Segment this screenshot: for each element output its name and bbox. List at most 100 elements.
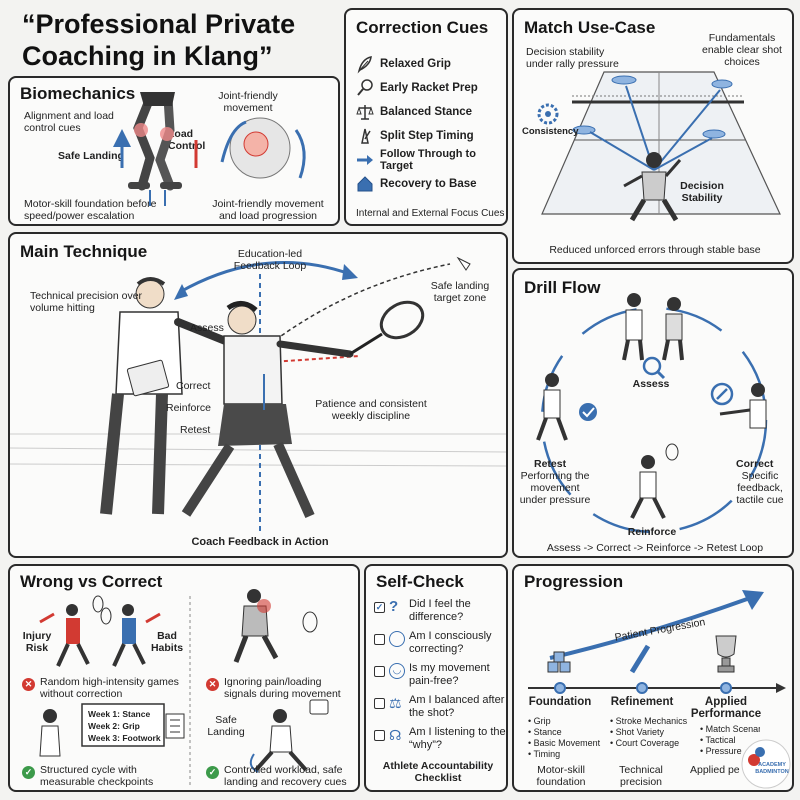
injury-risk-label: Injury Risk (22, 630, 52, 654)
stage-name: Applied Performance (690, 696, 762, 720)
cue-relaxed-grip: Relaxed Grip (356, 54, 451, 74)
wrong-random-games: Random high-intensity games without corr… (40, 676, 179, 700)
self-check-panel: Self-Check ✓ ? Did I feel the difference… (364, 564, 508, 792)
x-circle-icon: ✕ (22, 678, 35, 691)
wrong-ignoring-pain: Ignoring pain/loading signals during mov… (224, 676, 341, 700)
cue-label: Split Step Timing (380, 130, 474, 142)
arrow-right-icon (357, 155, 373, 165)
bullet: • Basic Movement (528, 738, 601, 748)
checkbox[interactable]: ✓ (374, 602, 385, 613)
bullet: • Timing (528, 749, 561, 759)
week3-label: Week 3: Footwork (88, 733, 161, 743)
self-check-label: Am I balanced after the shot? (409, 694, 505, 719)
stage-bullets: • Grip • Stance • Basic Movement • Timin… (528, 716, 618, 760)
wrong-vs-correct-illustration (39, 589, 329, 786)
retest-label: Retest (180, 424, 211, 436)
drill-retest-desc: Performing the movement under pressure (519, 470, 591, 506)
wrong-vs-correct-panel: Wrong vs Correct Injury Risk Bad Habits … (8, 564, 360, 792)
drill-retest-label: Retest (534, 458, 567, 470)
self-check-item[interactable]: ◡ Is my movement pain-free? (374, 662, 506, 687)
drill-flow-cycle (536, 293, 768, 534)
main-technique-title: Main Technique (20, 242, 148, 261)
brain-icon (389, 631, 405, 647)
patience-label: Patience and consistent weekly disciplin… (315, 398, 427, 422)
joint-friendly-label: Joint-friendly movement (218, 90, 278, 114)
ear-icon: ☊ (389, 727, 402, 743)
stage-footer: Technical precision (619, 764, 663, 788)
drill-assess-label: Assess (632, 378, 670, 390)
feather-icon (357, 56, 372, 74)
biomechanics-title: Biomechanics (20, 84, 136, 103)
correction-cues-footer: Internal and External Focus Cues (356, 208, 505, 219)
checkbox[interactable] (374, 730, 385, 741)
self-check-item[interactable]: ⚖ Am I balanced after the shot? (374, 694, 506, 719)
question-icon: ? (389, 598, 399, 615)
self-check-item[interactable]: ✓ ? Did I feel the difference? (374, 598, 506, 623)
main-technique-illustration (10, 256, 506, 534)
drill-loop-label: Assess -> Correct -> Reinforce -> Retest… (546, 542, 764, 554)
cue-balanced-stance: Balanced Stance (356, 102, 472, 122)
bullet: • Stroke Mechanics (610, 716, 688, 726)
match-use-case-panel: Match Use-Case Decision stability under … (512, 8, 794, 264)
checkbox[interactable] (374, 698, 385, 709)
correction-cues-title: Correction Cues (356, 18, 489, 37)
wrong-vs-correct-title: Wrong vs Correct (20, 572, 163, 591)
stage-footer: Applied performance (690, 764, 740, 776)
check-circle-icon: ✓ (22, 766, 35, 779)
cue-label: Relaxed Grip (380, 58, 451, 70)
bad-habits-label: Bad Habits (150, 630, 184, 654)
match-use-case-title: Match Use-Case (524, 18, 656, 37)
stage-name: Foundation (528, 696, 592, 708)
safe-landing-label-2: Safe Landing (207, 714, 245, 738)
stage-bullets: • Match Scenarios • Tactical • Pressure (700, 724, 760, 757)
fundamentals-note: Fundamentals enable clear shot choices (702, 32, 782, 68)
self-check-label: Is my movement pain-free? (409, 662, 490, 687)
cue-label: Recovery to Base (380, 178, 477, 190)
joint-progression-label: Joint-friendly movement and load progres… (212, 198, 324, 222)
match-use-case-footer: Reduced unforced errors through stable b… (549, 244, 761, 256)
progression-panel: Progression Patient Progression Foundati… (512, 564, 794, 792)
bullet: • Court Coverage (610, 738, 680, 748)
drill-flow-panel: Drill Flow Assess Correct Specific feedb… (512, 268, 794, 558)
bullet: • Stance (528, 727, 562, 737)
cue-recovery-to-base: Recovery to Base (356, 174, 477, 194)
cue-follow-through: Follow Through to Target (356, 148, 506, 172)
checkbox[interactable] (374, 634, 385, 645)
cue-label: Early Racket Prep (380, 82, 478, 94)
consistency-label: Consistency (522, 126, 579, 137)
self-check-item[interactable]: Am I consciously correcting? (374, 630, 506, 655)
self-check-label: Did I feel the difference? (409, 598, 471, 623)
cue-early-racket-prep: Early Racket Prep (356, 78, 478, 98)
check-circle-icon: ✓ (206, 766, 219, 779)
drill-reinforce-label: Reinforce (627, 526, 677, 538)
motor-skill-label: Motor-skill foundation before speed/powe… (24, 198, 157, 222)
decision-stability-note: Decision stability under rally pressure (526, 46, 619, 70)
balance-scale-icon: ⚖ (389, 695, 402, 711)
alignment-label: Alignment and load control cues (24, 110, 114, 134)
metronome-icon (361, 128, 371, 144)
self-check-title: Self-Check (376, 572, 464, 591)
stage-bullets: • Stroke Mechanics • Shot Variety • Cour… (610, 716, 700, 749)
bullet: • Match Scenarios (700, 724, 760, 734)
drill-correct-label: Correct (736, 458, 774, 470)
correction-cues-panel: Correction Cues Relaxed Grip Early Racke… (344, 8, 508, 226)
x-circle-icon: ✕ (206, 678, 219, 691)
biomechanics-panel: Biomechanics Alignment and load control … (8, 76, 340, 226)
home-icon (357, 176, 373, 192)
checkbox[interactable] (374, 666, 385, 677)
stage-footer: Motor-skill foundation (536, 764, 586, 788)
correct-label: Correct (176, 380, 211, 392)
correct-controlled-workload: Controlled workload, safe landing and re… (224, 764, 347, 788)
court-illustration (537, 71, 781, 222)
racket-icon (357, 79, 373, 96)
reinforce-label: Reinforce (166, 402, 211, 414)
feedback-loop-label: Education-led Feedback Loop (233, 248, 307, 272)
week2-label: Week 2: Grip (88, 721, 140, 731)
technical-precision-label: Technical precision over volume hitting (30, 290, 143, 314)
academy-logo: ACADEMY BADMINTON (755, 762, 789, 775)
self-check-item[interactable]: ☊ Am I listening to the “why”? (374, 726, 506, 751)
main-technique-panel: Main Technique Education-led Fee (8, 232, 508, 558)
self-check-label: Am I listening to the “why”? (409, 726, 506, 751)
drill-flow-title: Drill Flow (524, 278, 601, 297)
bullet: • Tactical (700, 735, 736, 745)
